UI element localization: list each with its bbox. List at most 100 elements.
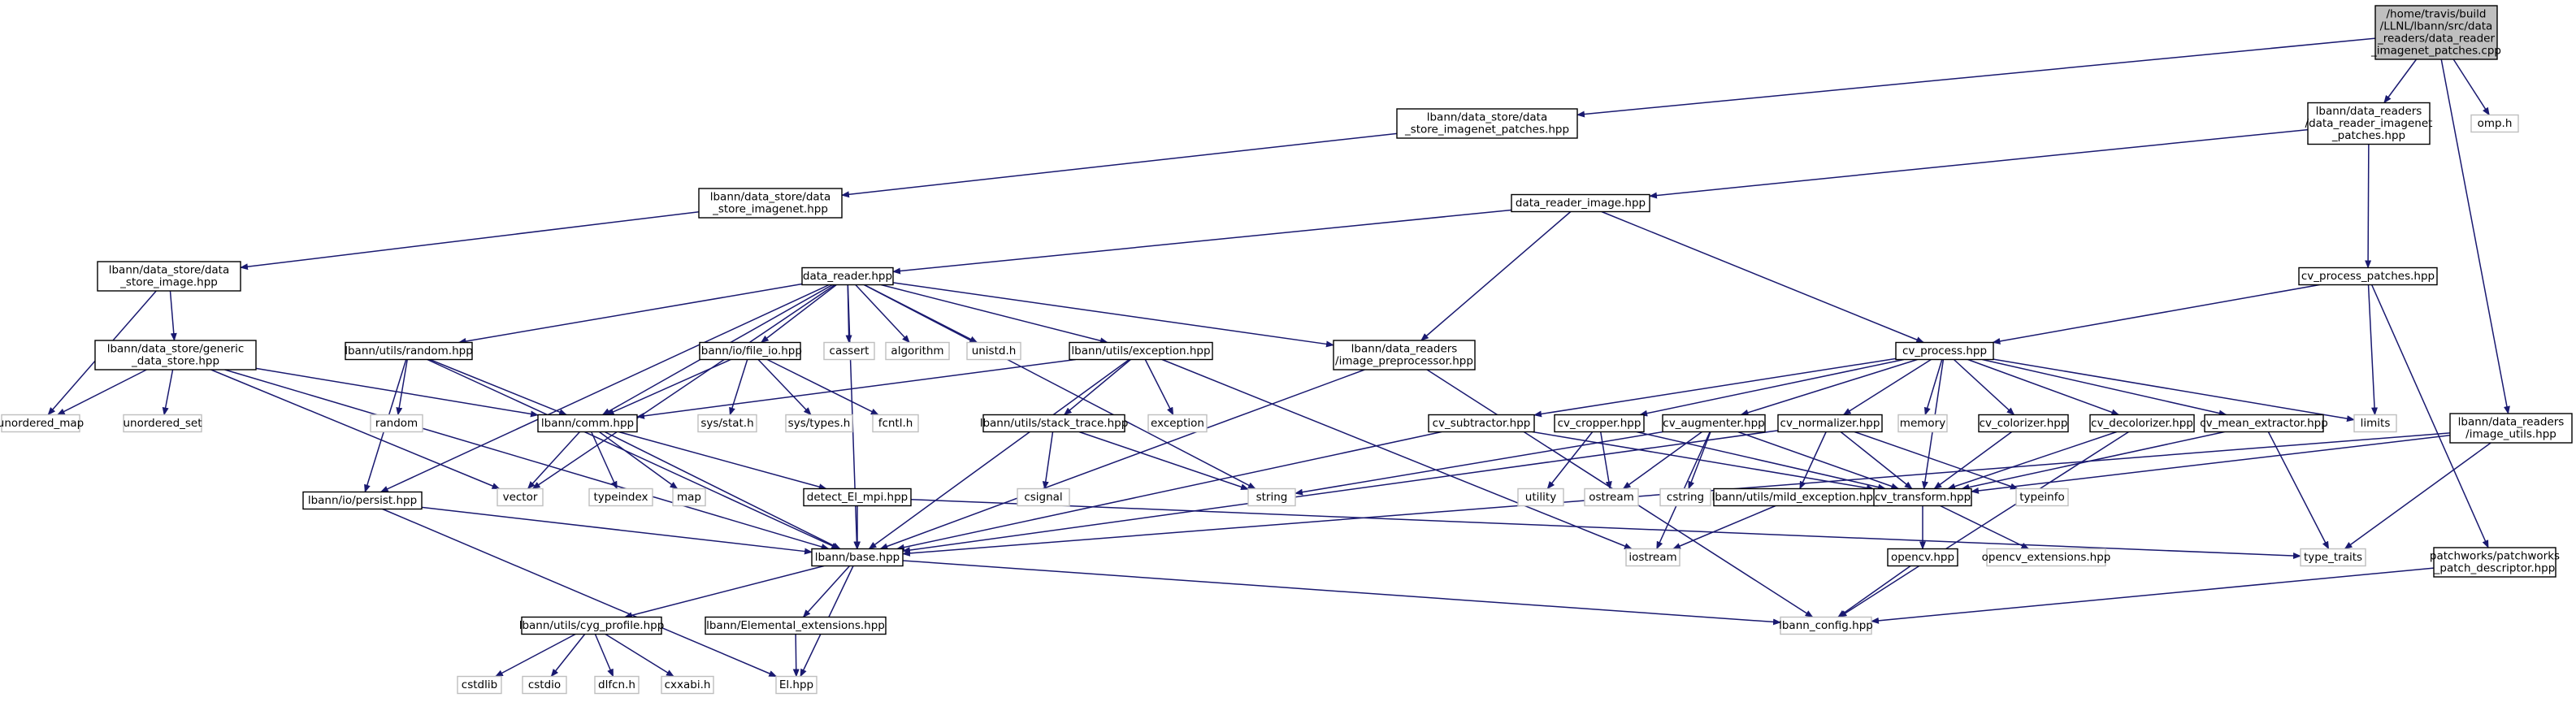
- node-label: lbann/base.hpp: [815, 551, 900, 564]
- node-dr[interactable]: data_reader.hpp: [801, 266, 894, 286]
- node-cvsub[interactable]: cv_subtractor.hpp: [1428, 414, 1535, 433]
- node-label: cstdlib: [462, 678, 497, 691]
- edge-dr_inp-to-dri: [1649, 128, 2309, 199]
- node-box: [123, 414, 202, 433]
- node-st[interactable]: lbann/utils/stack_trace.hpp: [980, 414, 1129, 433]
- node-label: iostream: [1628, 551, 1676, 564]
- node-box: [872, 414, 919, 433]
- node-ds_in[interactable]: lbann/data_store/data_store_imagenet.hpp: [698, 188, 843, 219]
- edge-exc-to-exception: [1144, 359, 1174, 416]
- node-label: utility: [1525, 491, 1556, 504]
- node-pdesc[interactable]: patchworks/patchworks_patch_descriptor.h…: [2430, 547, 2560, 578]
- node-label: algorithm: [891, 344, 943, 358]
- edge-dr-to-exc: [881, 284, 1108, 344]
- node-root[interactable]: /home/travis/build/LLNL/lbann/src/data_r…: [2370, 5, 2501, 60]
- node-fio[interactable]: lbann/io/file_io.hpp: [698, 341, 802, 361]
- edge-layer: [47, 37, 2510, 678]
- edge-dr-to-imgpre: [892, 282, 1334, 348]
- node-label: _data_store.hpp: [131, 355, 219, 368]
- node-cvt[interactable]: cv_transform.hpp: [1873, 488, 1972, 507]
- edge-dr-to-string: [863, 284, 1256, 490]
- node-cstdlib: cstdlib: [457, 675, 502, 695]
- node-cstring: cstring: [1659, 488, 1711, 507]
- node-box: [345, 341, 473, 361]
- node-box: [522, 675, 567, 695]
- node-detect[interactable]: detect_El_mpi.hpp: [803, 488, 912, 507]
- node-imgpre[interactable]: lbann/data_readers/image_preprocessor.hp…: [1333, 340, 1476, 370]
- node-dri[interactable]: data_reader_image.hpp: [1511, 193, 1650, 213]
- node-exc[interactable]: lbann/utils/exception.hpp: [1069, 341, 1213, 361]
- node-mildexc[interactable]: lbann/utils/mild_exception.hpp: [1711, 488, 1880, 507]
- node-cyg[interactable]: lbann/utils/cyg_profile.hpp: [519, 616, 665, 635]
- node-label: lbann/utils/exception.hpp: [1071, 344, 1210, 358]
- node-box: [1986, 548, 2106, 567]
- node-ds_img[interactable]: lbann/data_store/data_store_image.hpp: [97, 261, 241, 292]
- node-box: [2470, 114, 2519, 133]
- node-fcntl: fcntl.h: [872, 414, 919, 433]
- node-cvaug[interactable]: cv_augmenter.hpp: [1662, 414, 1766, 433]
- node-imgutils[interactable]: lbann/data_readers/image_utils.hpp: [2449, 413, 2573, 444]
- edge-exc-to-iostream: [1161, 358, 1633, 550]
- node-cvcrop[interactable]: cv_cropper.hpp: [1554, 414, 1645, 433]
- node-box: [588, 488, 653, 507]
- edge-cvsub-to-cvt: [1532, 431, 1875, 492]
- node-box: [1554, 414, 1645, 433]
- node-label: lbann/data_readers: [2458, 416, 2565, 429]
- node-label: lbann/io/persist.hpp: [308, 494, 417, 507]
- node-cvdecol[interactable]: cv_decolorizer.hpp: [2089, 414, 2195, 433]
- edge-cvaug-to-cstring: [1688, 431, 1711, 490]
- node-cvpp[interactable]: cv_process_patches.hpp: [2298, 266, 2438, 286]
- node-box: [1517, 488, 1564, 507]
- node-box: [1978, 414, 2069, 433]
- node-box: [1887, 548, 1958, 567]
- node-cvcol[interactable]: cv_colorizer.hpp: [1978, 414, 2069, 433]
- node-label: patchworks/patchworks: [2430, 550, 2560, 563]
- node-cvp[interactable]: cv_process.hpp: [1895, 341, 1994, 361]
- node-box: [97, 261, 241, 292]
- node-ds_inp[interactable]: lbann/data_store/data_store_imagenet_pat…: [1396, 108, 1578, 139]
- node-label: _store_imagenet.hpp: [712, 203, 828, 216]
- node-persist[interactable]: lbann/io/persist.hpp: [302, 491, 423, 510]
- edge-mildexc-to-iostream: [1672, 505, 1776, 550]
- edge-comm-to-vector: [527, 431, 580, 490]
- edge-cyg-to-cstdlib: [494, 633, 576, 678]
- node-label: limits: [2361, 417, 2391, 430]
- edge-cyg-to-cxxabi: [605, 633, 674, 678]
- node-dr_inp[interactable]: lbann/data_readers/data_reader_imagenet_…: [2305, 102, 2433, 145]
- edge-ds_inp-to-ds_in: [841, 132, 1398, 198]
- node-box: [1662, 414, 1766, 433]
- edge-exc-to-st: [1063, 358, 1131, 416]
- node-opencv[interactable]: opencv.hpp: [1887, 548, 1958, 567]
- node-exception: exception: [1147, 414, 1208, 433]
- node-box: [705, 616, 887, 635]
- node-cvmean[interactable]: cv_mean_extractor.hpp: [2200, 414, 2328, 433]
- node-box: [594, 675, 640, 695]
- edge-cvsub-to-base: [896, 431, 1442, 551]
- node-rand[interactable]: lbann/utils/random.hpp: [345, 341, 473, 361]
- edge-fio-to-fcntl: [766, 358, 879, 416]
- node-label: cstdio: [528, 678, 561, 691]
- node-box: [2089, 414, 2195, 433]
- node-memory: memory: [1897, 414, 1948, 433]
- node-label: lbann/utils/cyg_profile.hpp: [519, 619, 665, 632]
- edge-root-to-imgutils: [2440, 58, 2510, 414]
- node-cvnorm[interactable]: cv_normalizer.hpp: [1777, 414, 1883, 433]
- node-label: cv_process_patches.hpp: [2301, 270, 2435, 283]
- node-base[interactable]: lbann/base.hpp: [811, 548, 904, 567]
- node-comm[interactable]: lbann/comm.hpp: [537, 414, 638, 433]
- node-unistd: unistd.h: [966, 341, 1021, 361]
- node-label: lbann/data_store/data: [710, 191, 831, 204]
- edge-rand-to-random: [396, 359, 408, 416]
- node-label: cassert: [830, 344, 870, 358]
- node-box: [370, 414, 423, 433]
- node-label: lbann/io/file_io.hpp: [698, 344, 802, 358]
- node-label: data_reader.hpp: [803, 270, 892, 283]
- node-label: map: [677, 491, 701, 504]
- node-gds[interactable]: lbann/data_store/generic_data_store.hpp: [94, 340, 257, 370]
- edge-gds-to-umap: [56, 369, 147, 416]
- edge-cvp-to-limits: [1993, 358, 2355, 422]
- edge-rand-to-comm: [429, 358, 567, 416]
- node-label: detect_El_mpi.hpp: [807, 491, 908, 504]
- node-box: [661, 675, 714, 695]
- node-elext[interactable]: lbann/Elemental_extensions.hpp: [705, 616, 887, 635]
